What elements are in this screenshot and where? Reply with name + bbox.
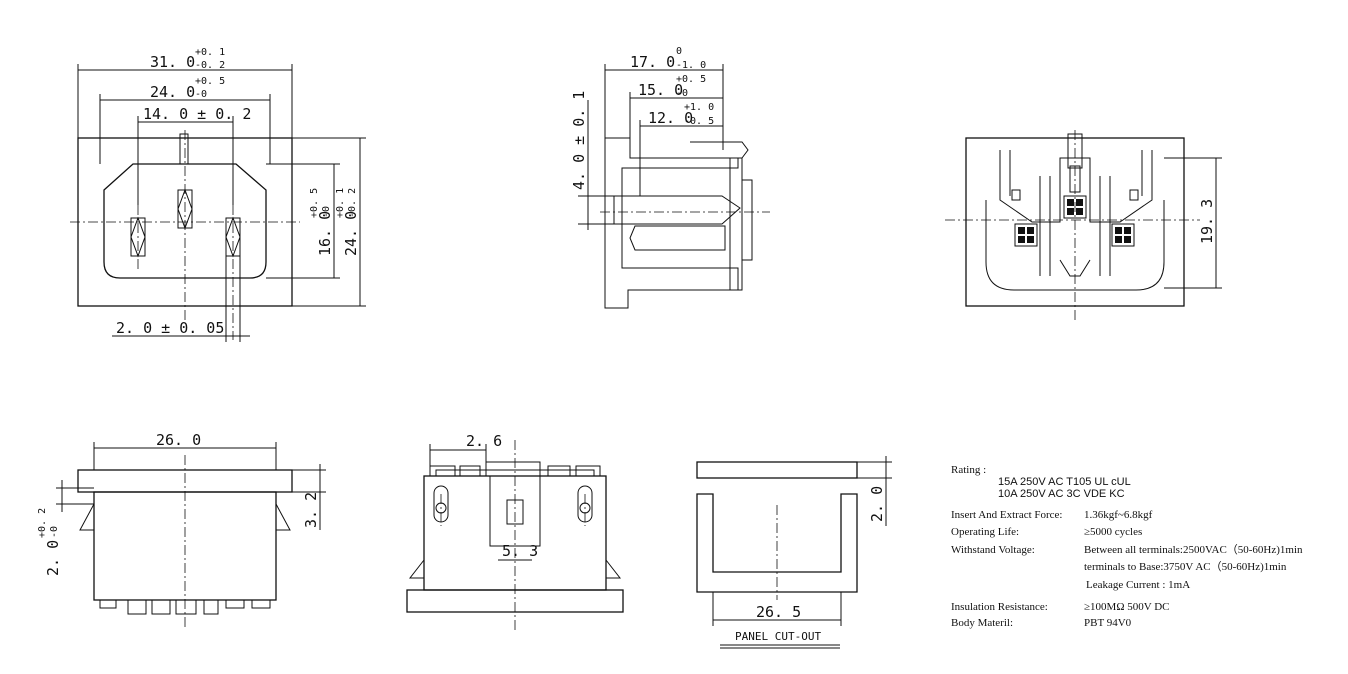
dim-height-inner-tol-plus: +0. 5 <box>309 188 320 218</box>
dim-rear-height: 19. 3 <box>1198 199 1216 244</box>
dim-depth-mid: 15. 0 <box>638 81 683 99</box>
dim-height-inner-tol-minus: -0 <box>321 206 332 218</box>
dim-width-mid: 24. 0 <box>150 83 195 101</box>
side-view: 2. 6 5. 3 <box>406 432 624 632</box>
spec-life-value: ≥5000 cycles <box>1084 526 1142 538</box>
spec-material-label: Body Materil: <box>951 617 1013 629</box>
cutout-view: 26. 5 2. 0 PANEL CUT-OUT <box>696 456 892 649</box>
dim-top-flange: 3. 2 <box>302 492 320 528</box>
dim-cutout-thickness: 2. 0 <box>868 486 886 522</box>
dim-width-mid-tol-plus: +0. 5 <box>195 76 225 87</box>
cutout-label: PANEL CUT-OUT <box>735 630 821 643</box>
dim-pin-span: 14. 0 ± 0. 2 <box>143 105 251 123</box>
spec-table: Rating : 15A 250V AC T105 UL cUL 10A 250… <box>951 464 1303 629</box>
dim-depth-pin: 12. 0 <box>648 109 693 127</box>
spec-force-label: Insert And Extract Force: <box>951 509 1063 521</box>
spec-material-value: PBT 94V0 <box>1084 617 1132 629</box>
spec-voltage-value2: terminals to Base:3750V AC（50-60Hz)1min <box>1084 560 1287 573</box>
dim-height-outer-tol-minus: -0. 2 <box>347 188 358 218</box>
dim-depth-mid-tol-minus: -0 <box>676 88 688 99</box>
dim-depth-pin-tol-plus: +1. 0 <box>684 102 714 113</box>
dim-cutout-width: 26. 5 <box>756 603 801 621</box>
dim-width-outer-tol-minus: -0. 2 <box>195 60 225 71</box>
dim-top-side: 2. 0 <box>44 540 62 576</box>
spec-rating-line1: 15A 250V AC T105 UL cUL <box>998 476 1131 488</box>
spec-voltage-value1: Between all terminals:2500VAC（50-60Hz)1m… <box>1084 543 1303 556</box>
dim-width-outer-tol-plus: +0. 1 <box>195 47 225 58</box>
dim-depth-pin-tol-minus: -0. 5 <box>684 116 714 127</box>
dim-side-slot: 5. 3 <box>502 542 538 560</box>
dim-height-inner: 16. 0 <box>316 211 334 256</box>
dim-depth-total: 17. 0 <box>630 53 675 71</box>
dim-width-outer: 31. 0 <box>150 53 195 71</box>
spec-insulation-label: Insulation Resistance: <box>951 601 1048 613</box>
rear-view: 19. 3 <box>945 130 1222 320</box>
dim-height-outer-tol-plus: +0. 1 <box>335 188 346 218</box>
dim-top-side-tol-plus: +0. 2 <box>37 508 48 538</box>
dim-pin-height: 4. 0 ± 0. 1 <box>570 91 588 190</box>
top-view: 26. 0 3. 2 2. 0 +0. 2 -0 <box>37 431 326 630</box>
dim-side-tab: 2. 6 <box>466 432 502 450</box>
dim-width-mid-tol-minus: -0 <box>195 89 207 100</box>
dim-depth-total-tol-plus: 0 <box>676 46 682 57</box>
spec-life-label: Operating Life: <box>951 526 1019 538</box>
spec-voltage-value3: Leakage Current : 1mA <box>1086 579 1190 591</box>
section-view: 17. 0 0 -1. 0 15. 0 +0. 5 -0 12. 0 +1. 0… <box>570 46 770 309</box>
front-view: 31. 0 +0. 1 -0. 2 24. 0 +0. 5 -0 14. 0 ±… <box>70 47 366 342</box>
spec-rating-line2: 10A 250V AC 3C VDE KC <box>998 488 1125 500</box>
dim-top-side-tol-minus: -0 <box>49 526 60 538</box>
dim-height-outer: 24. 0 <box>342 211 360 256</box>
dim-top-width: 26. 0 <box>156 431 201 449</box>
dim-depth-mid-tol-plus: +0. 5 <box>676 74 706 85</box>
dim-depth-total-tol-minus: -1. 0 <box>676 60 706 71</box>
dim-pin-width: 2. 0 ± 0. 05 <box>116 319 224 337</box>
spec-insulation-value: ≥100MΩ 500V DC <box>1084 601 1170 613</box>
spec-rating-label: Rating : <box>951 464 986 476</box>
spec-force-value: 1.36kgf~6.8kgf <box>1084 509 1153 521</box>
spec-voltage-label: Withstand Voltage: <box>951 544 1035 556</box>
